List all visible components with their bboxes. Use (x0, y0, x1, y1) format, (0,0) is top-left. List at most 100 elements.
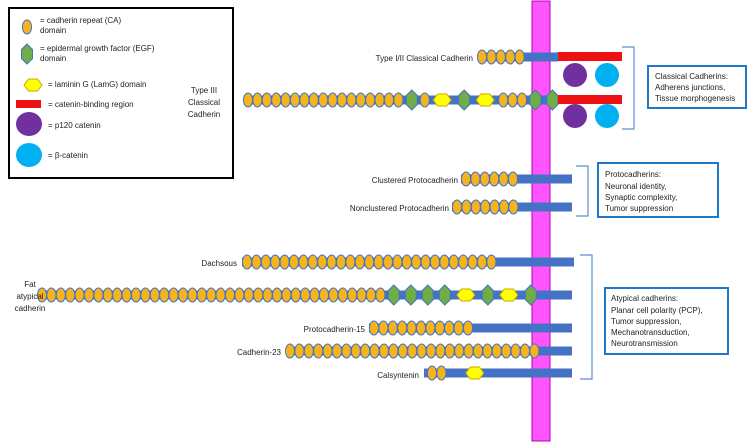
legend-ca-icon (21, 19, 33, 35)
ca-domain (307, 254, 318, 270)
ca-domain (234, 287, 245, 303)
ca-domain (65, 287, 76, 303)
ca-domain (365, 92, 376, 108)
classical-cadherins-box (647, 65, 747, 109)
legend-lamg-label: = laminin G (LamG) domain (48, 80, 146, 89)
ca-domain (215, 287, 226, 303)
ca-domain (501, 343, 512, 359)
ca-domain (419, 92, 430, 108)
stalk (424, 368, 572, 378)
legend-beta-label: = β-catenin (48, 151, 88, 160)
ca-domain (270, 254, 281, 270)
ca-domain (327, 92, 338, 108)
ca-domain (354, 254, 365, 270)
ca-domain (411, 254, 422, 270)
ca-domain (149, 287, 160, 303)
ca-domain (489, 199, 500, 215)
row-cadherin-23 (284, 343, 572, 359)
egf-domain (404, 284, 417, 306)
ca-domain (489, 171, 500, 187)
ca-domain (83, 287, 95, 303)
atypical-box-line-5: Neurotransmission (611, 339, 678, 348)
classical-box-line-3: Tissue morphogenesis (655, 94, 735, 103)
ca-domain (280, 92, 291, 108)
ca-domain (508, 199, 519, 215)
ca-domain (177, 287, 189, 303)
row-type3-classical (242, 89, 622, 128)
egf-domain (438, 284, 451, 306)
legend-beta-catenin-icon (16, 143, 42, 167)
ca-domain (479, 171, 490, 187)
ca-domain (368, 320, 380, 336)
lamg-domain (456, 288, 476, 302)
ca-domain (458, 254, 469, 270)
ca-domain (300, 287, 311, 303)
ca-domain (444, 343, 455, 359)
ca-domain (299, 92, 310, 108)
legend-ca-label-2: domain (40, 26, 66, 35)
ca-domain (309, 287, 320, 303)
ca-domain (476, 49, 488, 65)
ca-domain (378, 320, 389, 336)
label-type12-classical: Type I/II Classical Cadherin (376, 54, 473, 63)
atypical-box-line-4: Mechanotransduction, (611, 328, 690, 337)
ca-domain (308, 92, 319, 108)
ca-domain (507, 92, 518, 108)
classical-box-line-1: Classical Cadherins: (655, 72, 728, 81)
ca-domain (393, 92, 404, 108)
ca-domain (453, 320, 464, 336)
legend-icons (16, 19, 43, 167)
ca-domain (281, 287, 292, 303)
ca-domain (435, 343, 446, 359)
ca-domain (498, 199, 510, 215)
row-calsyntenin (424, 365, 572, 381)
legend-egf-icon (21, 43, 33, 65)
ca-domain (463, 343, 474, 359)
ca-domain (251, 254, 262, 270)
ca-domain (187, 287, 198, 303)
label-dachsous: Dachsous (201, 259, 237, 268)
ca-domain (470, 199, 481, 215)
ca-domain (130, 287, 142, 303)
ca-domain (288, 254, 300, 270)
legend-egf-label-1: = epidermal growth factor (EGF) (40, 44, 155, 53)
ca-domain (260, 254, 271, 270)
label-type3-classical-2: Classical (188, 98, 220, 107)
beta-catenin (595, 63, 619, 87)
label-fat-1: Fat (24, 280, 36, 289)
ca-domain (289, 92, 301, 108)
ca-domain (242, 92, 254, 108)
legend-p120-label: = p120 catenin (48, 121, 101, 130)
label-fat-3: cadherin (15, 304, 46, 313)
row-dachsous (241, 254, 574, 270)
catenin-binding-region (558, 52, 622, 61)
ca-domain (434, 320, 445, 336)
bracket-protocadherin (576, 165, 589, 217)
ca-domain (253, 287, 264, 303)
ca-domain (294, 343, 305, 359)
ca-domain (451, 199, 463, 215)
ca-domain (369, 343, 380, 359)
lamg-domain (499, 288, 519, 302)
ca-domain (271, 287, 283, 303)
ca-domain (196, 287, 207, 303)
ca-domain (415, 320, 427, 336)
ca-domain (425, 320, 436, 336)
ca-domain (462, 320, 474, 336)
atypical-box-line-1: Atypical cadherins: (611, 294, 678, 303)
ca-domain (318, 92, 329, 108)
classical-box-line-2: Adherens junctions, (655, 83, 725, 92)
ca-domain (416, 343, 427, 359)
egf-domain (405, 89, 418, 111)
ca-domain (241, 254, 253, 270)
ca-domain (290, 287, 301, 303)
ca-domain (448, 254, 459, 270)
ca-domain (355, 92, 366, 108)
legend-lamg-icon (23, 78, 43, 92)
ca-domain (298, 254, 309, 270)
ca-domain (486, 254, 497, 270)
ca-domain (284, 343, 296, 359)
ca-domain (322, 343, 333, 359)
